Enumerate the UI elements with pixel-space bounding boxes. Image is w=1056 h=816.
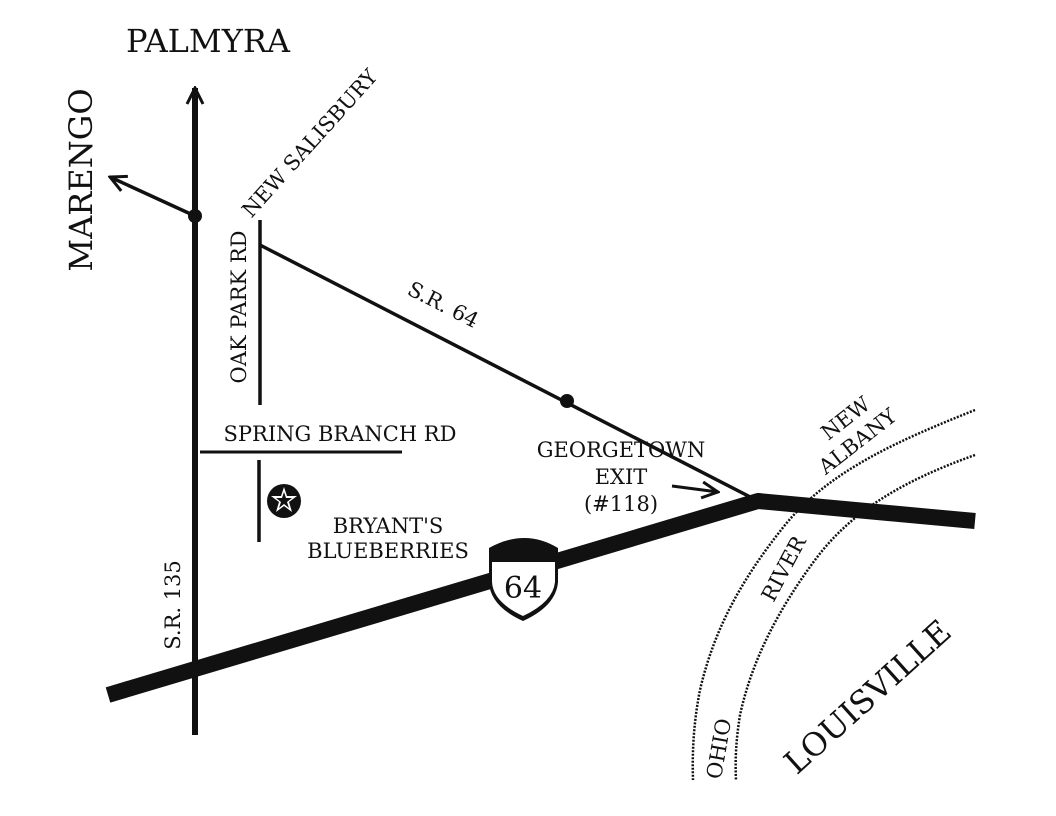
new-salisbury-label: NEW SALISBURY	[237, 64, 383, 222]
bryants-label-line1: BRYANT'S	[333, 514, 444, 538]
roads	[105, 88, 976, 735]
georgetown-exit-line1: GEORGETOWN	[537, 438, 705, 462]
marengo-label: MARENGO	[62, 88, 100, 271]
bryants-label-line2: BLUEBERRIES	[307, 539, 469, 563]
georgetown-exit-line2: EXIT	[595, 465, 648, 489]
oak-park-rd-label: OAK PARK RD	[227, 231, 251, 384]
intersection-dot-sr135	[188, 209, 202, 223]
interstate-number: 64	[504, 571, 542, 606]
louisville-label: LOUISVILLE	[777, 612, 959, 781]
interstate-64	[105, 493, 976, 703]
river-bank-west	[691, 408, 976, 781]
new-salisbury-road	[110, 177, 196, 218]
ohio-label: OHIO	[702, 717, 736, 781]
star-in-blueberry-icon	[267, 484, 301, 518]
exit-arrow	[671, 486, 718, 492]
river-bank-east	[734, 453, 976, 781]
intersection-dot-sr64	[560, 394, 574, 408]
river-label: RIVER	[757, 531, 812, 605]
sr64-road	[259, 243, 759, 503]
georgetown-exit-line3: (#118)	[584, 492, 658, 516]
spring-branch-rd-label: SPRING BRANCH RD	[224, 422, 457, 446]
palmyra-label: PALMYRA	[126, 22, 291, 60]
interstate-shield-icon: 64	[489, 538, 558, 621]
sr135-label: S.R. 135	[161, 560, 185, 650]
ohio-river	[691, 408, 976, 781]
